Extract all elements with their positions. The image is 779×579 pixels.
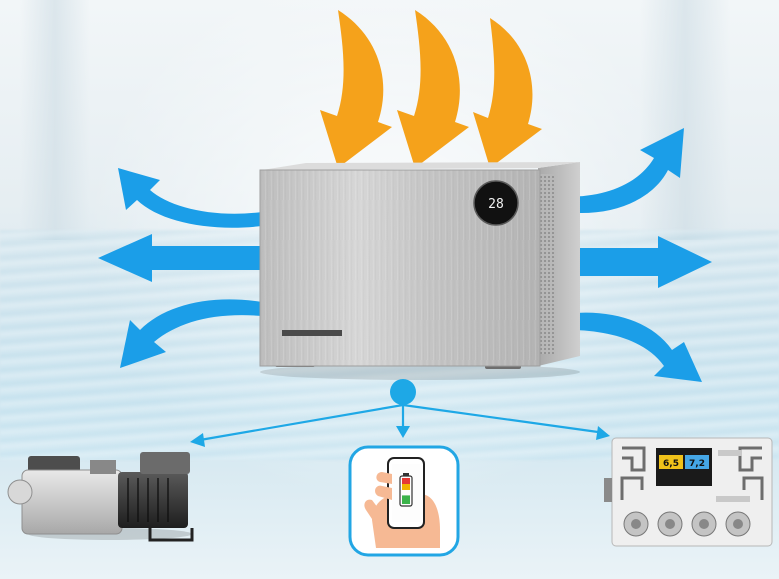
airflow-arrow-icon: [550, 236, 712, 288]
heat-arrow-icon: [320, 10, 392, 168]
connection-hub-icon: [390, 379, 416, 405]
heat-input-arrows: [320, 10, 542, 168]
brand-plate: [282, 330, 342, 336]
dosing-pump-head-icon: [725, 511, 751, 537]
control-display: 28: [473, 180, 519, 226]
heat-arrow-icon: [397, 10, 469, 168]
dosing-pump-head-icon: [623, 511, 649, 537]
pool-pump-icon: [7, 452, 194, 542]
airflow-arrow-icon: [552, 312, 702, 382]
airflow-arrow-icon: [118, 168, 262, 228]
readout-left: 6,5: [663, 459, 679, 469]
airflow-arrows-right: [550, 128, 712, 382]
connection-diagram: [190, 379, 610, 447]
airflow-arrow-icon: [120, 299, 262, 368]
airflow-arrows-left: [98, 168, 262, 368]
dosing-pump-head-icon: [657, 511, 683, 537]
heat-arrow-icon: [473, 18, 542, 168]
smartphone-app-icon: [348, 445, 460, 557]
readout-right: 7,2: [689, 459, 705, 469]
peristaltic-pumps: [623, 511, 751, 537]
battery-icon: [399, 473, 413, 507]
heat-pump-unit: 28: [259, 162, 580, 380]
airflow-arrow-icon: [552, 128, 684, 214]
background-pillar: [640, 0, 730, 240]
background-pillar: [20, 0, 90, 240]
dosing-controller-icon: 6,5 7,2: [604, 437, 773, 547]
dosing-pump-head-icon: [691, 511, 717, 537]
airflow-arrow-icon: [98, 234, 262, 282]
display-reading: 28: [488, 197, 504, 212]
